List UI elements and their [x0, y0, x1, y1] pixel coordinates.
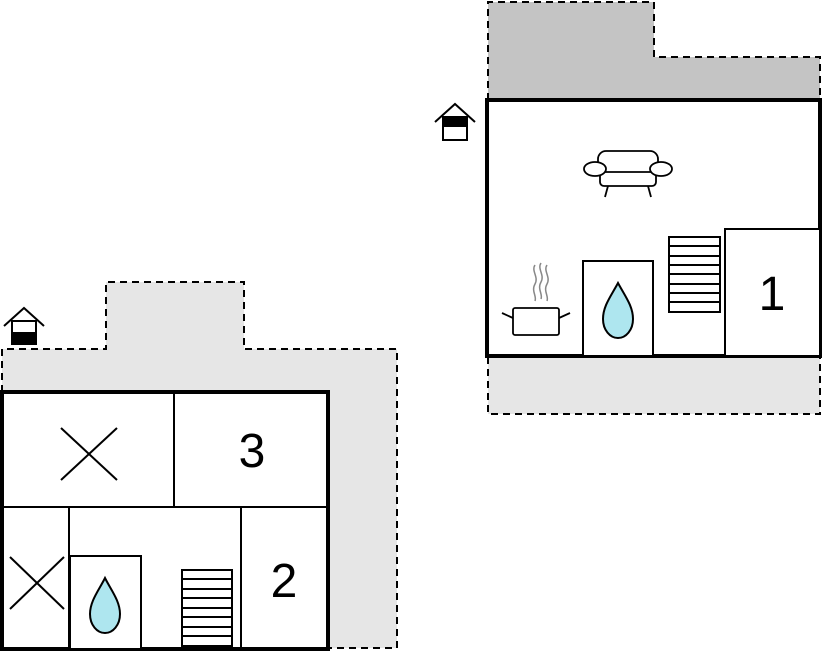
- cooking-pot-icon: [501, 262, 571, 336]
- water-drop-icon: [601, 280, 635, 340]
- lower-outer-wall: [0, 390, 330, 651]
- upper-terrace-light: [487, 357, 821, 415]
- upper-terrace-dark: [487, 1, 821, 101]
- stairs-icon: [668, 236, 721, 313]
- room-number-1: 1: [759, 268, 786, 321]
- house-entrance-icon: [3, 306, 45, 345]
- house-entrance-icon: [434, 102, 476, 141]
- upper-bedroom-1: [724, 228, 821, 357]
- sofa-icon: [583, 150, 673, 198]
- upper-floor-plan: 1: [434, 1, 822, 415]
- room-number-2: 2: [271, 555, 298, 608]
- cross-icon: [9, 556, 65, 610]
- cross-icon: [60, 427, 118, 481]
- lower-floor-plan: 3 2: [0, 281, 398, 651]
- stairs-icon: [181, 569, 233, 647]
- water-drop-icon: [88, 575, 122, 635]
- room-number-3: 3: [239, 425, 266, 478]
